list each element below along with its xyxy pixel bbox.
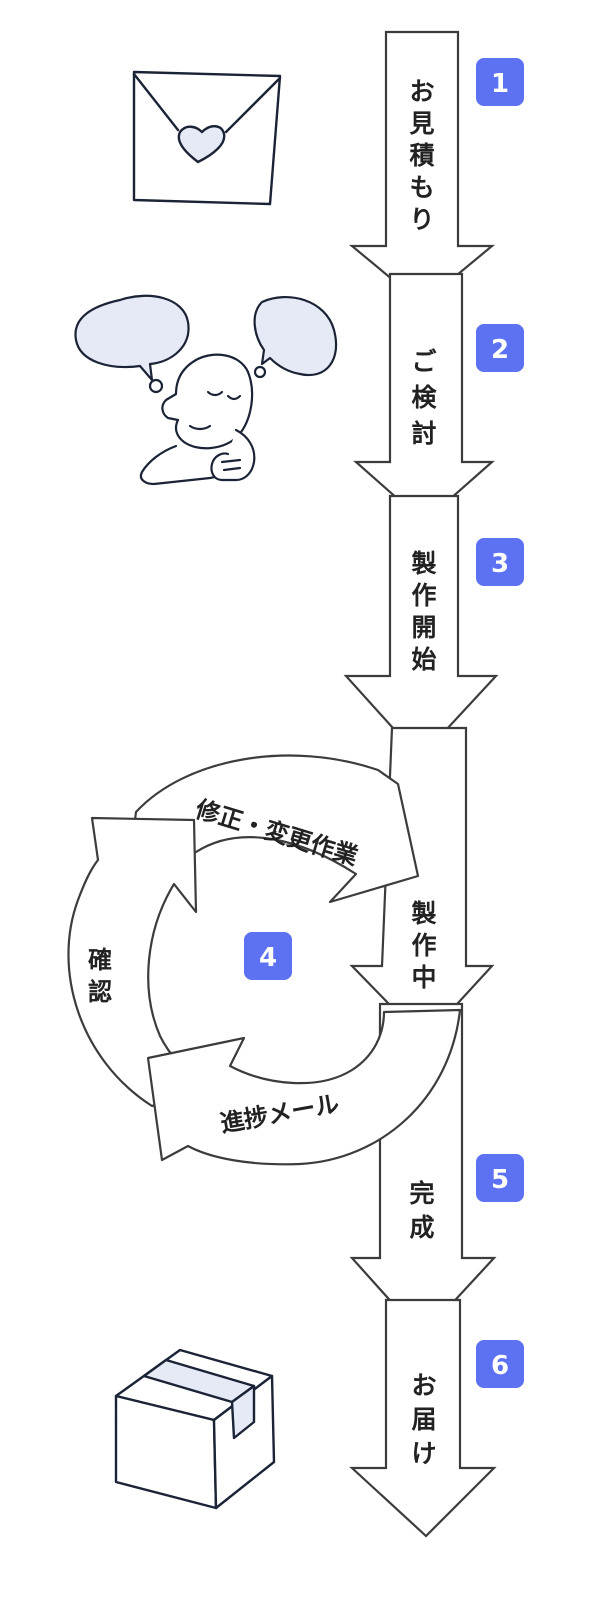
- step5-char: 完: [409, 1179, 434, 1208]
- step3-char: 開: [411, 613, 436, 642]
- step6-char: お: [411, 1371, 436, 1400]
- step-badge-3-number: 3: [491, 549, 509, 579]
- cycle: [67, 754, 462, 1166]
- step-badge-6-number: 6: [491, 1351, 509, 1381]
- speech-bubble-right: [253, 295, 338, 377]
- step-badge-2-number: 2: [491, 335, 509, 365]
- thinking-person-icon: [74, 294, 338, 486]
- step3-char: 作: [411, 581, 436, 610]
- step-badges: 1 2 3 4 5 6: [244, 58, 524, 1388]
- step3-char: 始: [411, 645, 436, 674]
- step1-char: お: [409, 77, 434, 106]
- step-badge-6: 6: [476, 1340, 524, 1388]
- step5-char: 成: [409, 1213, 434, 1242]
- step1-char: も: [409, 173, 434, 202]
- step2-char: 討: [411, 419, 436, 448]
- step6-char: け: [411, 1439, 436, 1468]
- cycle-left-char: 確: [88, 946, 112, 974]
- step-label-5: 完 成: [409, 1179, 434, 1242]
- step1-char: り: [409, 205, 434, 234]
- step2-char: 検: [411, 383, 437, 412]
- step3-char: 製: [410, 549, 436, 578]
- step-label-3: 製 作 開 始: [410, 549, 436, 674]
- step1-char: 見: [409, 109, 434, 138]
- step-label-6: お 届 け: [411, 1371, 436, 1468]
- step-label-1: お 見 積 も り: [409, 77, 434, 234]
- step-badge-2: 2: [476, 324, 524, 372]
- flow-arrow-6: [349, 1298, 497, 1538]
- speech-bubble-left: [74, 294, 190, 382]
- step-badge-4-number: 4: [259, 943, 277, 973]
- flow-arrow-3: [343, 494, 499, 760]
- step-label-2: ご 検 討: [411, 347, 437, 448]
- cycle-left-char: 認: [88, 978, 112, 1006]
- step-badge-5-number: 5: [491, 1165, 509, 1195]
- flow-arrow-2: [353, 272, 495, 524]
- step1-char: 積: [409, 141, 434, 170]
- step2-char: ご: [411, 347, 436, 376]
- step-badge-5: 5: [476, 1154, 524, 1202]
- step-label-4: 製 作 中: [410, 899, 436, 992]
- step-badge-1-number: 1: [491, 69, 509, 99]
- step-badge-1: 1: [476, 58, 524, 106]
- step-labels: お 見 積 も り ご 検 討 製 作 開 始 製 作 中 完 成 お 届: [409, 77, 437, 1468]
- step-badge-3: 3: [476, 538, 524, 586]
- envelope-icon: [132, 70, 282, 206]
- step4-char: 中: [411, 963, 436, 992]
- step-badge-4: 4: [244, 932, 292, 980]
- cycle-arrow-bottom: [146, 1008, 462, 1166]
- cardboard-box-icon: [114, 1348, 276, 1510]
- step4-char: 製: [410, 899, 436, 928]
- step6-char: 届: [411, 1405, 436, 1434]
- step4-char: 作: [411, 931, 436, 960]
